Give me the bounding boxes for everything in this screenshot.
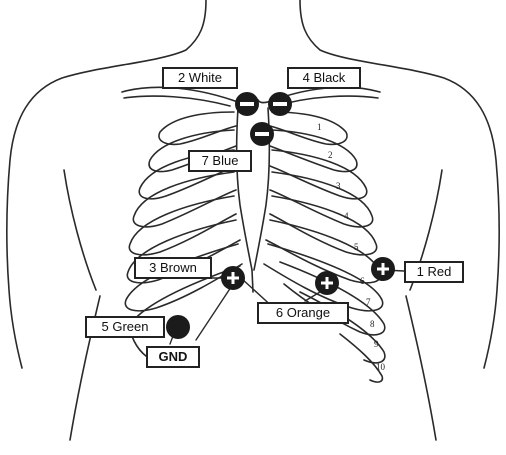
rib-number-5: 5 bbox=[354, 242, 359, 252]
rib-number-7: 7 bbox=[366, 297, 371, 307]
rib-number-4: 4 bbox=[344, 211, 349, 221]
rib-number-9: 9 bbox=[374, 339, 379, 349]
rib-number-1: 1 bbox=[317, 122, 322, 132]
rib-number-2: 2 bbox=[328, 150, 333, 160]
label-6-orange: 6 Orange bbox=[257, 302, 349, 324]
body-outline bbox=[7, 0, 499, 440]
rib-number-10: 10 bbox=[376, 362, 385, 372]
label-2-white: 2 White bbox=[162, 67, 238, 89]
label-7-blue: 7 Blue bbox=[188, 150, 252, 172]
rib-number-3: 3 bbox=[336, 181, 341, 191]
label-gnd: GND bbox=[146, 346, 200, 368]
label-1-red: 1 Red bbox=[404, 261, 464, 283]
label-5-green: 5 Green bbox=[85, 316, 165, 338]
rib-number-6: 6 bbox=[360, 276, 365, 286]
label-4-black: 4 Black bbox=[287, 67, 361, 89]
rib-number-8: 8 bbox=[370, 319, 375, 329]
electrode-green bbox=[166, 315, 190, 339]
label-3-brown: 3 Brown bbox=[134, 257, 212, 279]
right-ribs bbox=[264, 112, 385, 382]
